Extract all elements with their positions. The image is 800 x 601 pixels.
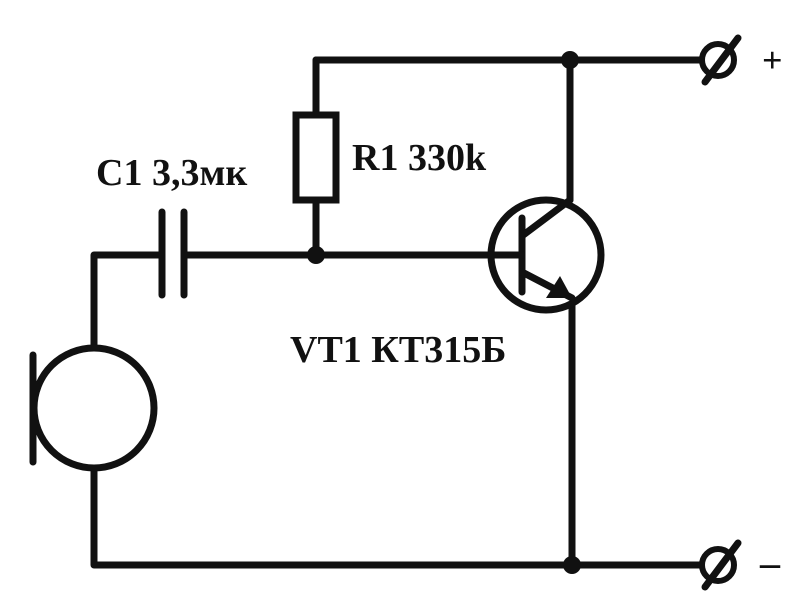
transistor-vt1: [487, 196, 605, 314]
wires: [90, 56, 704, 569]
wire-mic-top: [90, 251, 166, 352]
positive-terminal-label: +: [762, 40, 783, 80]
capacitor-label: C1 3,3мк: [96, 152, 247, 194]
transistor-label: VT1 КТ315Б: [290, 329, 506, 371]
terminal-positive[interactable]: [699, 34, 742, 86]
resistor-label: R1 330k: [352, 137, 487, 179]
junction-top-right: [561, 51, 579, 69]
terminal-negative[interactable]: [699, 539, 742, 591]
junction-base: [307, 246, 325, 264]
capacitor-c1: [158, 208, 188, 299]
microphone: [29, 344, 158, 472]
negative-terminal-label: –: [759, 540, 781, 585]
junction-bottom-right: [563, 556, 581, 574]
wire-mic-bottom: [90, 464, 576, 569]
emitter-arrow: [546, 276, 572, 298]
resistor-r1: [292, 111, 340, 204]
